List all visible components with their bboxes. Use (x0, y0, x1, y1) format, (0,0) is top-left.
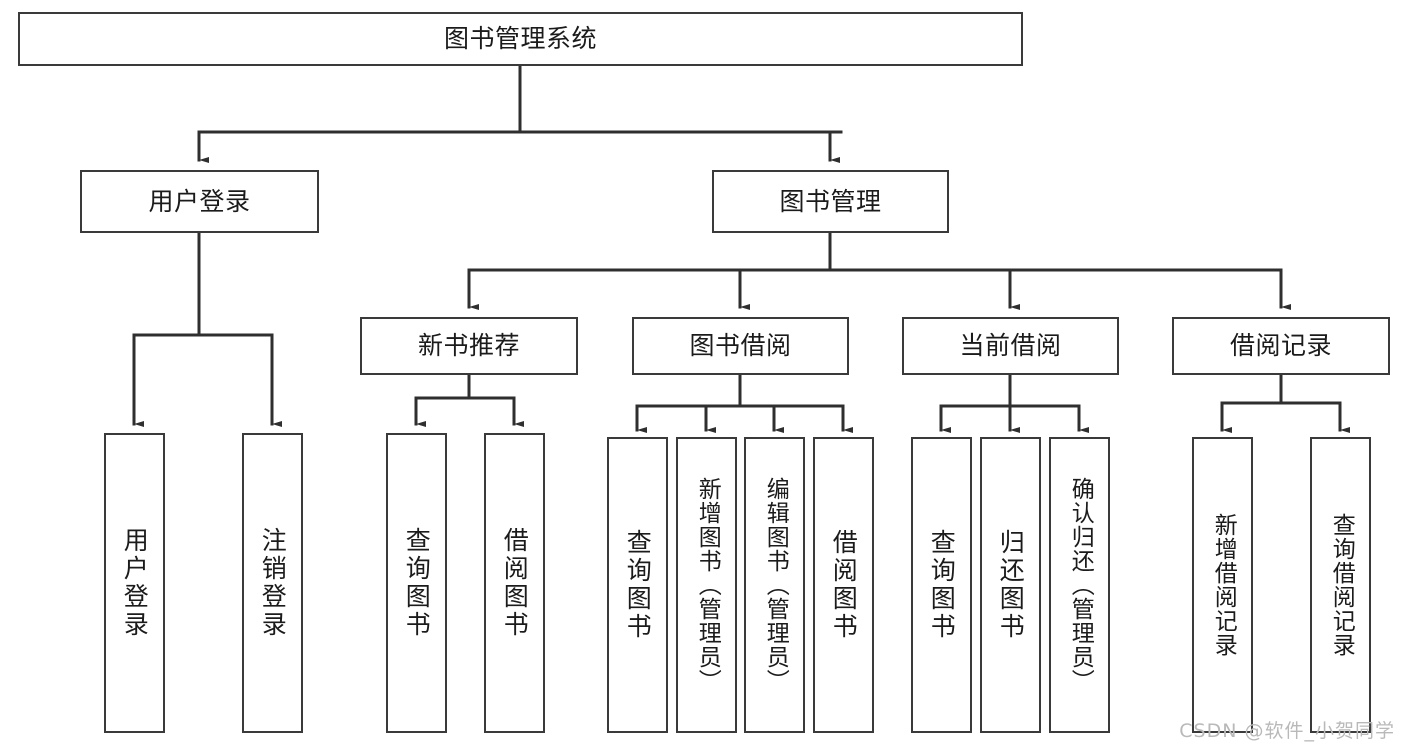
leaf-edit-book-admin[interactable]: 编辑图书（管理员） (744, 437, 805, 733)
node-label: 借阅图书 (500, 527, 530, 639)
leaf-user-login[interactable]: 用户登录 (104, 433, 165, 733)
leaf-query-book-current[interactable]: 查询图书 (911, 437, 972, 733)
node-label: 图书借阅 (689, 331, 792, 361)
node-label: 查询图书 (402, 527, 432, 639)
node-system-root[interactable]: 图书管理系统 (18, 12, 1023, 66)
node-label: 归还图书 (996, 529, 1026, 641)
node-label: 查询图书 (623, 529, 653, 641)
node-label: 当前借阅 (959, 331, 1062, 361)
node-label: 图书管理 (779, 186, 882, 216)
node-label: 新增图书（管理员） (694, 477, 721, 693)
leaf-add-book-admin[interactable]: 新增图书（管理员） (676, 437, 737, 733)
node-label: 图书管理系统 (443, 24, 597, 54)
leaf-logout[interactable]: 注销登录 (242, 433, 303, 733)
node-borrow-record[interactable]: 借阅记录 (1172, 317, 1390, 375)
node-new-book-recommend[interactable]: 新书推荐 (360, 317, 578, 375)
node-label: 确认归还（管理员） (1067, 477, 1094, 693)
node-current-borrow[interactable]: 当前借阅 (902, 317, 1119, 375)
node-label: 查询图书 (927, 529, 957, 641)
node-label: 新增借阅记录 (1210, 513, 1237, 657)
node-label: 用户登录 (120, 527, 150, 639)
leaf-query-book-recommend[interactable]: 查询图书 (386, 433, 447, 733)
csdn-watermark: CSDN @软件_小贺同学 (1179, 720, 1395, 742)
leaf-query-borrow-record[interactable]: 查询借阅记录 (1310, 437, 1371, 733)
node-label: 注销登录 (258, 527, 288, 639)
node-label: 编辑图书（管理员） (762, 477, 789, 693)
node-label: 新书推荐 (417, 331, 520, 361)
node-book-management[interactable]: 图书管理 (712, 170, 949, 233)
node-user-login[interactable]: 用户登录 (80, 170, 319, 233)
leaf-query-book-borrow[interactable]: 查询图书 (607, 437, 668, 733)
node-label: 查询借阅记录 (1328, 513, 1355, 657)
leaf-confirm-return-admin[interactable]: 确认归还（管理员） (1049, 437, 1110, 733)
leaf-borrow-book-recommend[interactable]: 借阅图书 (484, 433, 545, 733)
leaf-return-book[interactable]: 归还图书 (980, 437, 1041, 733)
node-book-borrow[interactable]: 图书借阅 (632, 317, 849, 375)
node-label: 借阅图书 (829, 529, 859, 641)
node-label: 用户登录 (148, 186, 251, 216)
leaf-add-borrow-record[interactable]: 新增借阅记录 (1192, 437, 1253, 733)
leaf-borrow-book[interactable]: 借阅图书 (813, 437, 874, 733)
node-label: 借阅记录 (1229, 331, 1332, 361)
